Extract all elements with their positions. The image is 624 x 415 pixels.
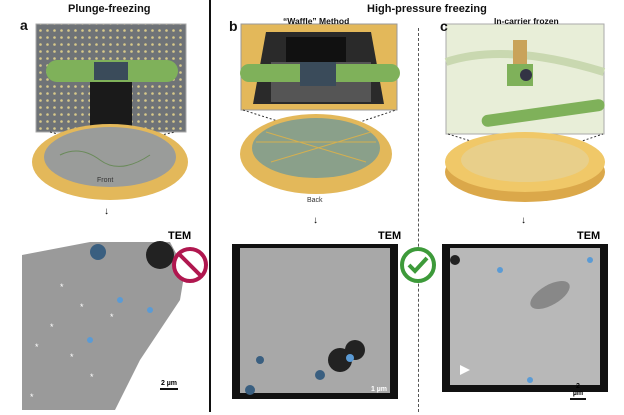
- panel-a-illustration: [32, 23, 188, 200]
- svg-text:*: *: [90, 372, 94, 382]
- tem-label-a: TEM: [168, 230, 192, 242]
- scale-bar-b: 1 µm: [370, 386, 388, 396]
- arrow-a: ↓: [104, 206, 109, 217]
- arrow-b: ↓: [313, 215, 318, 226]
- plunge-freezing-title: Plunge-freezing: [68, 3, 151, 15]
- svg-text:*: *: [60, 282, 64, 292]
- panel-b-subtitle: “Waffle” Method: [283, 16, 350, 26]
- svg-text:*: *: [35, 342, 39, 352]
- tem-image-a: * * * * * * * *: [22, 241, 185, 410]
- panel-letter-c: c: [440, 18, 448, 34]
- svg-text:*: *: [70, 352, 74, 362]
- panel-letter-a: a: [20, 17, 28, 33]
- grid-side-label-a: Front: [97, 177, 114, 184]
- tem-image-c: [442, 244, 608, 392]
- svg-text:*: *: [80, 302, 84, 312]
- section-divider: [209, 0, 211, 412]
- scale-bar-c: 2 µm: [570, 383, 586, 400]
- svg-text:*: *: [30, 392, 34, 402]
- tem-label-c: TEM: [577, 230, 601, 242]
- scale-bar-a: 2 µm: [160, 380, 178, 390]
- panel-letter-b: b: [229, 18, 238, 34]
- prohibited-icon: [172, 247, 208, 283]
- panel-b-illustration: [240, 23, 400, 194]
- panel-c-illustration: [444, 23, 606, 202]
- arrow-c: ↓: [521, 215, 526, 226]
- hpf-title: High-pressure freezing: [367, 3, 487, 15]
- panel-c-subtitle: In-carrier frozen: [494, 16, 559, 26]
- check-icon: [400, 247, 436, 283]
- svg-text:*: *: [50, 322, 54, 332]
- svg-text:*: *: [110, 312, 114, 322]
- tem-image-b: [232, 244, 398, 399]
- tem-label-b: TEM: [378, 230, 402, 242]
- method-divider: [418, 28, 419, 412]
- grid-side-label-b: Back: [307, 197, 323, 204]
